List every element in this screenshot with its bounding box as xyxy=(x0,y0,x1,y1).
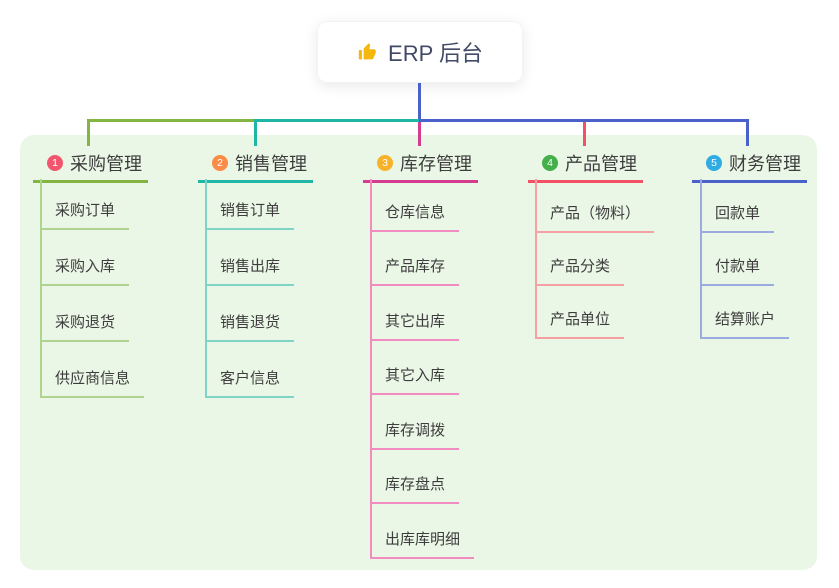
child-node-sales-outbound[interactable]: 销售出库 xyxy=(205,257,295,286)
branch-inventory-child-line xyxy=(370,179,372,559)
child-node-stock-transfer[interactable]: 库存调拨 xyxy=(370,421,460,450)
connector-drop-sales xyxy=(254,119,257,146)
root-node-label: ERP 后台 xyxy=(388,41,483,66)
connector-bus-blue xyxy=(419,119,749,122)
child-node-purchase-order[interactable]: 采购订单 xyxy=(40,201,130,230)
branch-purchase-number-badge: 1 xyxy=(47,155,63,171)
child-node-product-stock[interactable]: 产品库存 xyxy=(370,257,460,286)
connector-drop-product xyxy=(583,122,586,146)
child-node-settlement-account[interactable]: 结算账户 xyxy=(700,310,790,339)
branch-sales-number-badge: 2 xyxy=(212,155,228,171)
branch-finance-child-line xyxy=(700,179,702,339)
branch-sales-label: 销售管理 xyxy=(235,154,307,174)
branch-product-child-line xyxy=(535,179,537,339)
child-node-product-material[interactable]: 产品（物料） xyxy=(535,204,655,233)
connector-root-drop xyxy=(418,83,421,119)
child-node-other-outbound[interactable]: 其它出库 xyxy=(370,312,460,341)
connector-drop-inventory xyxy=(418,122,421,146)
connector-drop-finance xyxy=(746,119,749,146)
branch-product-header[interactable]: 4 产品管理 xyxy=(528,150,643,183)
child-node-supplier-info[interactable]: 供应商信息 xyxy=(40,369,145,398)
branch-sales-header[interactable]: 2 销售管理 xyxy=(198,150,313,183)
branches-panel-background xyxy=(20,135,817,570)
child-node-payment-bill[interactable]: 付款单 xyxy=(700,257,775,286)
branch-sales-child-line xyxy=(205,179,207,398)
thumbs-up-icon xyxy=(357,41,379,63)
child-node-other-inbound[interactable]: 其它入库 xyxy=(370,366,460,395)
child-node-sales-return[interactable]: 销售退货 xyxy=(205,313,295,342)
child-node-product-category[interactable]: 产品分类 xyxy=(535,257,625,286)
branch-finance-label: 财务管理 xyxy=(729,154,801,174)
child-node-stock-count[interactable]: 库存盘点 xyxy=(370,475,460,504)
child-node-receipt-bill[interactable]: 回款单 xyxy=(700,204,775,233)
branch-finance-header[interactable]: 5 财务管理 xyxy=(692,150,807,183)
child-node-warehouse-info[interactable]: 仓库信息 xyxy=(370,203,460,232)
branch-finance-number-badge: 5 xyxy=(706,155,722,171)
connector-bus-green xyxy=(87,119,255,122)
child-node-purchase-return[interactable]: 采购退货 xyxy=(40,313,130,342)
branch-inventory-label: 库存管理 xyxy=(400,154,472,174)
child-node-outbound-detail[interactable]: 出库库明细 xyxy=(370,530,475,559)
child-node-product-unit[interactable]: 产品单位 xyxy=(535,310,625,339)
connector-bus-teal xyxy=(254,119,419,122)
branch-inventory-number-badge: 3 xyxy=(377,155,393,171)
branch-product-number-badge: 4 xyxy=(542,155,558,171)
branch-purchase-label: 采购管理 xyxy=(70,154,142,174)
branch-inventory-header[interactable]: 3 库存管理 xyxy=(363,150,478,183)
child-node-sales-order[interactable]: 销售订单 xyxy=(205,201,295,230)
branch-purchase-child-line xyxy=(40,179,42,398)
child-node-customer-info[interactable]: 客户信息 xyxy=(205,369,295,398)
branch-product-label: 产品管理 xyxy=(565,154,637,174)
child-node-purchase-inbound[interactable]: 采购入库 xyxy=(40,257,130,286)
branch-purchase-header[interactable]: 1 采购管理 xyxy=(33,150,148,183)
connector-drop-purchase xyxy=(87,119,90,146)
root-node-erp-backend[interactable]: ERP 后台 xyxy=(317,21,523,83)
